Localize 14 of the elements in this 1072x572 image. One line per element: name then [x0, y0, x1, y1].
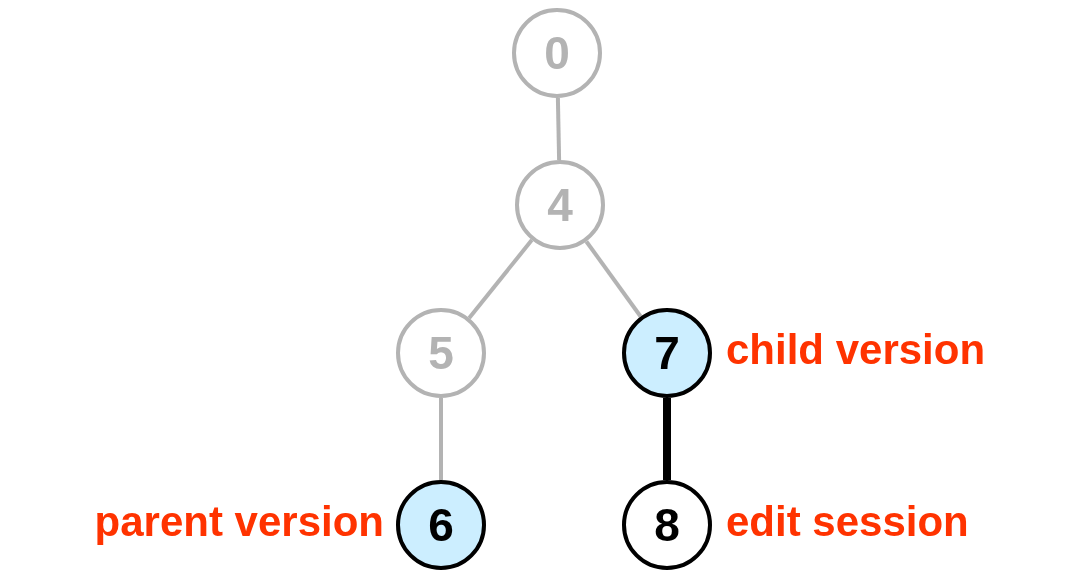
version-number: 0: [544, 30, 570, 76]
version-number: 6: [428, 502, 454, 548]
connector-line: [555, 97, 562, 161]
version-number: 4: [547, 182, 573, 228]
version-label: parent version: [94, 501, 384, 543]
connector-line: [467, 238, 534, 320]
version-label: edit session: [726, 501, 969, 543]
connector-line: [584, 240, 643, 318]
version-number: 5: [428, 330, 454, 376]
connector-line: [663, 398, 671, 480]
version-number: 7: [654, 330, 680, 376]
connector-line: [439, 398, 443, 480]
version-number: 8: [654, 502, 680, 548]
version-label: child version: [726, 329, 986, 371]
